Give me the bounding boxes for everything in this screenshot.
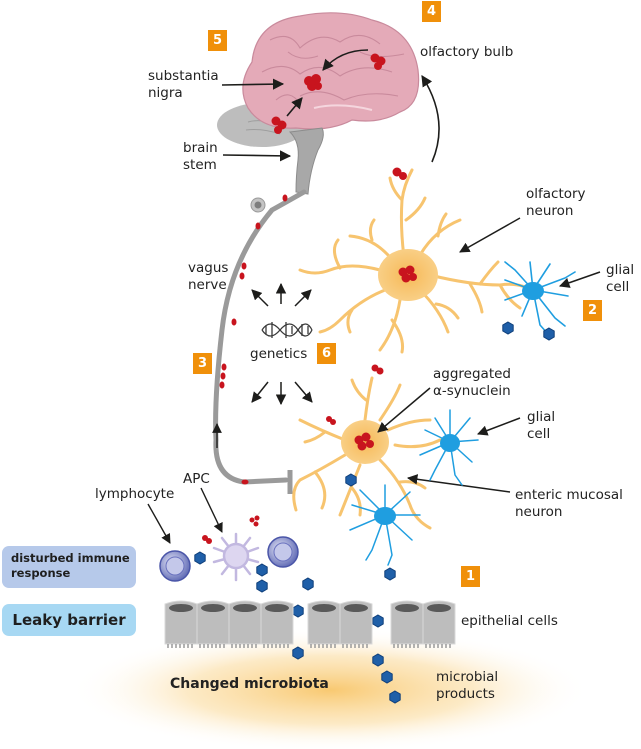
brain-aggregates: [271, 53, 407, 180]
label-aggregated-synuclein: aggregated α-synuclein: [433, 366, 511, 399]
step-badge-1: 1: [461, 566, 480, 587]
step-badge-5: 5: [208, 30, 227, 51]
label-changed-microbiota: Changed microbiota: [170, 676, 329, 692]
brain: [217, 12, 420, 147]
glial-top-arrow: [559, 271, 601, 288]
epithelial-layer: [164, 600, 456, 649]
box-disturbed-immune-response: disturbed immune response: [2, 546, 136, 588]
label-brain-stem: brain stem: [183, 140, 218, 173]
glial-cell-top: [504, 261, 576, 335]
step-badge-6: 6: [317, 343, 336, 364]
enteric-neuron: [292, 376, 442, 530]
glial-cell-lower-body: [374, 507, 396, 525]
label-glial-cell-bottom: glial cell: [527, 409, 556, 442]
glial-middle-arrow: [477, 417, 521, 436]
box-leaky-barrier: Leaky barrier: [2, 604, 136, 636]
olfactory-neuron-arrow: [459, 217, 521, 253]
label-substantia-nigra: substantia nigra: [148, 68, 219, 101]
glial-cell-top-body: [522, 282, 544, 300]
glial-cell-middle: [419, 409, 479, 486]
microbiota-glow: [70, 628, 590, 749]
label-epithelial-cells: epithelial cells: [461, 613, 558, 629]
genetics-arrows: [251, 282, 313, 406]
label-enteric-mucosal-neuron: enteric mucosal neuron: [515, 487, 623, 520]
enteric-neuron-arrow: [406, 474, 511, 493]
label-genetics: genetics: [250, 346, 308, 362]
enteric-aggregate: [326, 364, 384, 451]
step-badge-4: 4: [422, 1, 441, 22]
immune-arrows: [147, 487, 223, 544]
brain-arrows: [221, 49, 440, 163]
label-vagus-nerve: vagus nerve: [188, 260, 229, 293]
enteric-neuron-soma: [341, 420, 389, 464]
dna-icon: [261, 322, 313, 338]
microbial-products: [194, 321, 555, 704]
apc-cell: [212, 532, 260, 582]
label-olfactory-neuron: olfactory neuron: [526, 186, 586, 219]
step-badge-2: 2: [583, 300, 602, 321]
label-microbial-products: microbial products: [436, 669, 499, 702]
olfactory-neuron: [298, 168, 537, 354]
glial-cell-middle-body: [440, 434, 460, 452]
brain-stem: [288, 127, 324, 195]
label-glial-cell-top: glial cell: [606, 262, 635, 295]
apc-aggregates: [202, 515, 260, 544]
glial-cell-lower: [349, 484, 421, 566]
synuclein-arrow: [377, 387, 431, 433]
olfactory-aggregate: [398, 265, 417, 283]
lymphocyte-left: [159, 550, 191, 582]
lymphocyte-right: [267, 536, 299, 568]
label-apc: APC: [183, 471, 210, 487]
label-lymphocyte: lymphocyte: [95, 486, 175, 502]
vagus-nerve: [212, 189, 307, 494]
step-badge-3: 3: [193, 353, 212, 374]
label-olfactory-bulb: olfactory bulb: [420, 44, 514, 60]
